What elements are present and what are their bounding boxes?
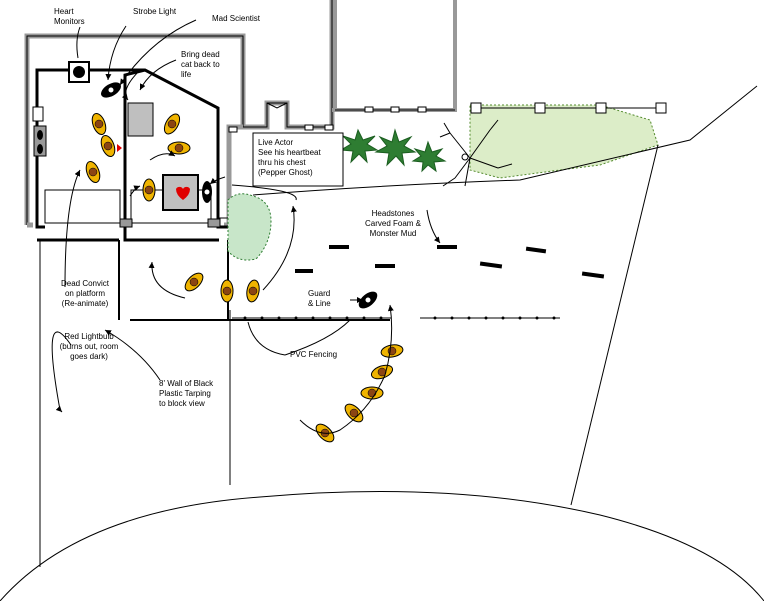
flow-arrows: [51, 19, 441, 434]
heart-monitor-icon: [32, 106, 44, 122]
heart-monitor-icon: [33, 125, 47, 157]
leader-lines: [76, 26, 351, 356]
right-wall: [266, 0, 457, 113]
bush-icon: [339, 128, 447, 173]
wall-post: [207, 218, 221, 228]
convict-platform: [44, 189, 121, 224]
live-actor-label-box: [252, 132, 344, 187]
wall-post: [119, 218, 133, 228]
heart-icon: [176, 186, 190, 200]
strobe-light-icon: [68, 61, 90, 83]
tree-icon: [439, 119, 513, 187]
live-actor-label: Live Actor See his heartbeat thru his ch…: [258, 138, 321, 177]
dead-convict-label: Dead Convict on platform (Re-animate): [60, 279, 110, 308]
red-lightbulb-label: Red Lightbulb (burns out, room goes dark…: [59, 332, 119, 361]
headstone-icon: [295, 245, 605, 279]
bring-dead-label: Bring dead cat back to life: [181, 50, 220, 79]
live-actor-box: [162, 174, 199, 211]
black-wall-label: 8' Wall of Black Plastic Tarping to bloc…: [159, 379, 214, 408]
heart-monitors-label: Heart Monitors: [54, 7, 85, 26]
strobe-light-label: Strobe Light: [133, 7, 177, 16]
window-markers: [228, 124, 334, 133]
cat-table: [127, 102, 154, 137]
yard-lines: [0, 85, 764, 601]
guard-line-label: Guard & Line: [308, 289, 331, 308]
headstones-label: Headstones Carved Foam & Monster Mud: [364, 209, 422, 238]
garden-fence: [470, 102, 667, 114]
shrubs: [227, 104, 659, 261]
pvc-fencing-label: PVC Fencing: [290, 350, 338, 359]
actors: [85, 82, 404, 443]
mad-scientist-label: Mad Scientist: [212, 14, 261, 23]
pvc-fencing: [232, 316, 560, 320]
